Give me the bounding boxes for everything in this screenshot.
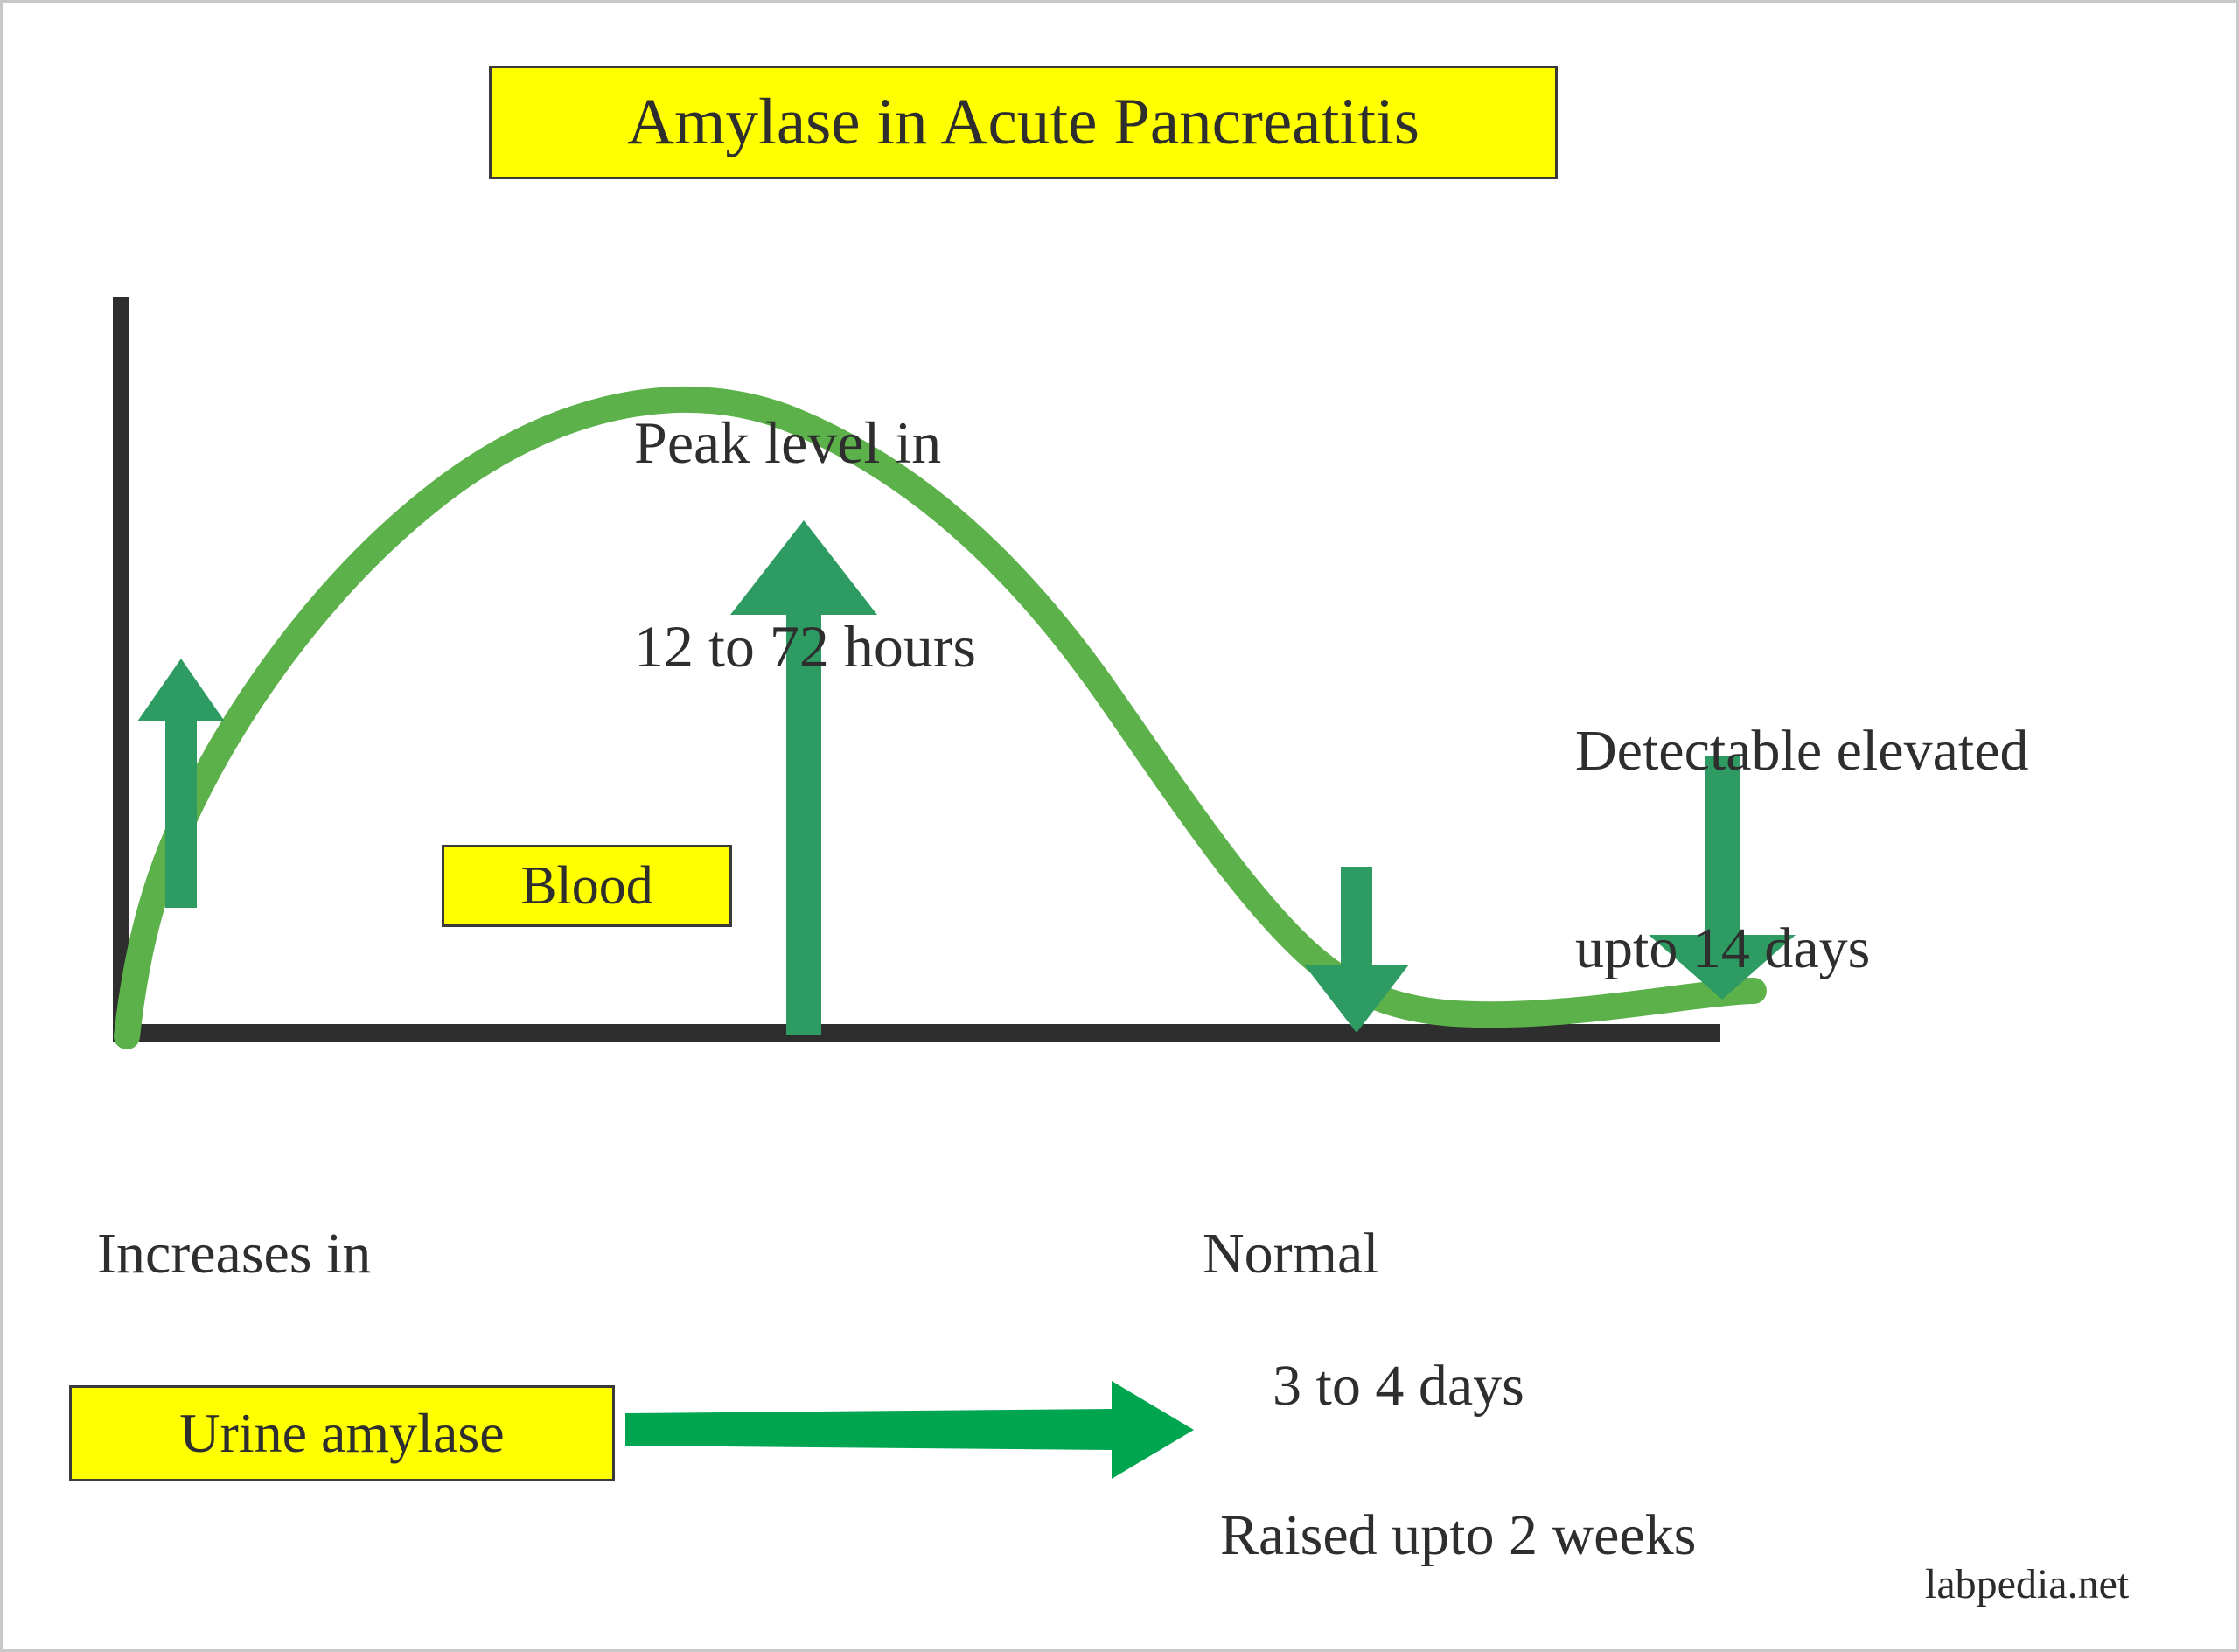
urine-amylase-arrow	[625, 1381, 1194, 1479]
normal-line-1: Normal	[1203, 1222, 1379, 1286]
urine-amylase-label: Urine amylase	[179, 1402, 505, 1464]
peak-up-arrow	[730, 520, 877, 1035]
blood-label-box: Blood	[442, 845, 732, 927]
urine-amylase-note: Raised upto 2 weeks after the attack of …	[1220, 1371, 1761, 1649]
urine-amylase-label-box: Urine amylase	[69, 1385, 615, 1481]
blood-label: Blood	[520, 855, 653, 916]
y-axis	[113, 297, 129, 1036]
peak-level-line-1: Peak level in	[634, 409, 942, 477]
diagram-title-box: Amylase in Acute Pancreatitis	[489, 66, 1558, 179]
raised-line-1: Raised upto 2 weeks	[1220, 1503, 1697, 1568]
amylase-curve-plot	[113, 297, 1796, 1479]
detectable-elevated-label: Detectable elevated upto 14 days	[1575, 587, 2029, 1113]
detectable-line-2: upto 14 days	[1575, 917, 1871, 981]
normal-down-arrow	[1304, 867, 1409, 1033]
x-axis	[113, 1024, 1720, 1042]
increase-up-arrow	[137, 659, 225, 908]
detectable-down-arrow	[1649, 756, 1796, 1000]
page-title: Amylase in Acute Pancreatitis	[626, 86, 1419, 158]
peak-level-label: Peak level in 12 to 72 hours	[634, 274, 976, 816]
normal-label: Normal 3 to 4 days	[1203, 1090, 1524, 1484]
source-watermark: labpedia.net	[1925, 1561, 2130, 1607]
blood-amylase-curve	[114, 386, 1767, 1049]
normal-line-2: 3 to 4 days	[1273, 1353, 1524, 1418]
increases-line-1: Increases in	[97, 1222, 372, 1286]
increases-in-label: Increases in 2 to 12 hours	[97, 1090, 401, 1616]
detectable-line-1: Detectable elevated	[1575, 719, 2029, 784]
peak-level-line-2: 12 to 72 hours	[634, 612, 976, 680]
